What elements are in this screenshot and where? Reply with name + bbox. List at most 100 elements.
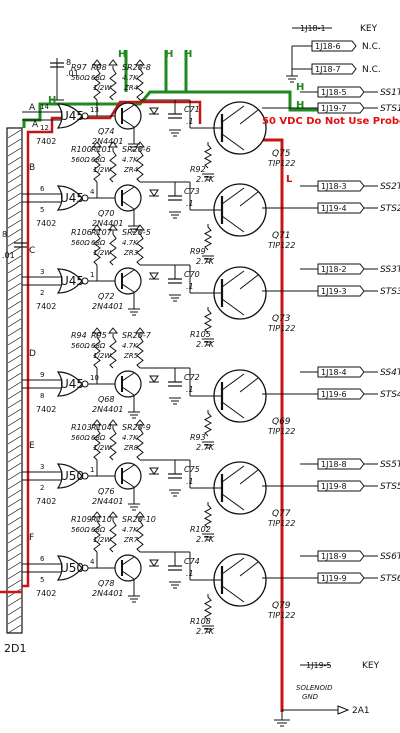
hatch-line	[7, 327, 22, 337]
nor-gate	[56, 268, 83, 294]
svg-text:1J18-1: 1J18-1	[300, 24, 326, 33]
gate-name: U50	[60, 561, 84, 575]
resistor-name: R107	[91, 228, 113, 237]
zener-diode	[149, 107, 159, 115]
resistor-name: SR20-8	[122, 63, 151, 72]
hatch-line	[7, 426, 22, 436]
resistor-extra: ZR7	[123, 536, 139, 544]
resistor-extra: 1/2W	[93, 444, 112, 452]
driver-emitter	[121, 283, 135, 293]
supply-arrow	[91, 141, 103, 148]
out-resistor-name: R92	[190, 165, 206, 174]
resistor-symbol	[136, 518, 144, 553]
resistor-extra: 1/2W	[93, 249, 112, 257]
out-resistor-value: 2.7K	[196, 257, 215, 266]
supply-arrow	[91, 419, 103, 426]
svg-text:KEY: KEY	[362, 661, 380, 671]
out-resistor-name: R102	[190, 525, 211, 534]
hatch-line	[7, 138, 22, 148]
ground-symbol	[169, 211, 181, 219]
hatch-line	[7, 489, 22, 499]
resistor-name: R104	[91, 423, 112, 432]
signal-name: STS4D	[380, 390, 400, 400]
gate-pin-out: 13	[90, 106, 99, 114]
stage-4: DU4598107402R94560ΩR9568Ω1/2WSR20-74.7KZ…	[22, 327, 400, 452]
hatch-line	[7, 507, 22, 517]
zener-diode	[149, 375, 159, 383]
resistor-value: 68Ω	[91, 342, 106, 350]
hatch-line	[7, 246, 22, 256]
resistor-value: 4.7K	[122, 156, 139, 164]
high-marker: H	[118, 49, 126, 60]
solenoid-ground: SOLENOID GND 2A1	[274, 684, 370, 727]
gate-part: 7402	[36, 405, 56, 414]
driver-emitter	[121, 386, 135, 396]
driver-stages: AU451412137402R97560ΩR9868Ω1/2WSR20-84.7…	[22, 59, 400, 636]
connector-id: 1J18-5	[321, 88, 347, 97]
connector-box	[317, 480, 365, 492]
high-marker: H	[296, 100, 304, 111]
gate-name: U45	[60, 274, 84, 288]
high-marker: H	[48, 95, 56, 106]
stage-1: AU451412137402R97560ΩR9868Ω1/2WSR20-84.7…	[22, 59, 400, 184]
resistor-name: SR20-6	[122, 145, 151, 154]
driver-part: 2N4401	[92, 405, 123, 414]
connector-a: 1J18-8SS5T	[300, 458, 400, 470]
hatch-line	[7, 561, 22, 571]
ground-symbol	[128, 308, 140, 316]
hatch-line	[7, 444, 22, 454]
resistor-symbol	[109, 231, 117, 266]
connector-box	[317, 202, 365, 214]
svg-text:KEY: KEY	[360, 24, 378, 34]
hatch-line	[7, 435, 22, 445]
darlington-link	[239, 377, 259, 393]
resistor-name: SR20-10	[122, 515, 156, 524]
svg-text:8: 8	[2, 230, 7, 239]
resistor-name: R110	[91, 515, 112, 524]
high-marker: H	[184, 49, 192, 60]
connector-box	[317, 102, 365, 114]
hatch-line	[7, 336, 22, 346]
driver-transistor	[114, 184, 142, 212]
power-collector	[221, 105, 245, 123]
resistor-extra: 1/2W	[93, 536, 112, 544]
supply-arrow	[107, 59, 119, 66]
hatch-line	[7, 417, 22, 427]
resistor-extra: ZR4	[123, 84, 138, 92]
power-name: Q73	[272, 314, 291, 324]
hatch-line	[7, 129, 22, 139]
resistor-name: R109	[71, 515, 92, 524]
zener-diode	[149, 189, 159, 197]
supply-arrow	[134, 141, 146, 148]
gate-pin-out: 4	[90, 558, 95, 566]
supply-arrow	[134, 59, 146, 66]
connector-b: 1J19-4STS2D	[300, 202, 400, 214]
supply-arrow	[107, 224, 119, 231]
gate-name: U45	[60, 109, 84, 123]
driver-emitter	[121, 118, 135, 128]
resistor-symbol	[93, 518, 101, 553]
connector-id: 1J19-8	[321, 482, 347, 491]
resistor-value: 68Ω	[91, 526, 106, 534]
supply-arrow	[91, 59, 103, 66]
signal-name: STS5D	[380, 482, 400, 492]
bus-letter: E	[29, 441, 35, 451]
power-part: TIP122	[268, 241, 295, 250]
gate-part: 7402	[36, 137, 56, 146]
high-supply	[124, 50, 188, 92]
resistor-value: 4.7K	[122, 239, 139, 247]
resistor-value: 560Ω	[71, 74, 90, 82]
nor-gate	[56, 555, 83, 581]
nc-connector-id: 1J18-7	[315, 65, 341, 74]
driver-collector	[121, 186, 135, 196]
mid-cap: 8 .01	[2, 230, 28, 260]
ground-symbol	[202, 441, 214, 449]
key-top-row: 1J18-1 KEY	[292, 24, 378, 34]
high-marker: H	[296, 82, 304, 93]
gate-pin-out: 1	[90, 466, 94, 474]
power-emitter	[221, 401, 245, 419]
resistor-value: 68Ω	[91, 156, 106, 164]
hatch-line	[7, 354, 22, 364]
gate-pin-b: 2	[40, 289, 44, 297]
darlington-link	[239, 109, 259, 125]
